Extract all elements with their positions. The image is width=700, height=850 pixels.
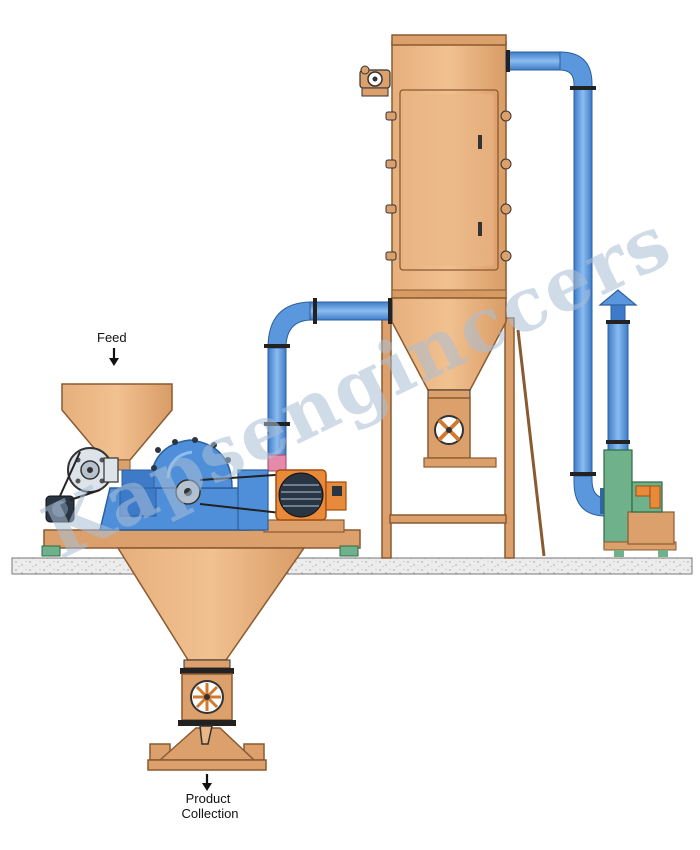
product-label-line1: Product — [186, 791, 231, 806]
cyclone-rotary-valve — [423, 397, 497, 468]
product-label-line2: Collection — [181, 806, 238, 821]
collection-cone — [116, 547, 306, 674]
main-motor — [275, 469, 347, 521]
floor — [11, 557, 693, 575]
product-duct — [264, 298, 393, 472]
feeder-pulley — [67, 447, 119, 493]
bagging-stand — [147, 725, 267, 771]
shaker-motor — [359, 65, 391, 97]
feed-label-group: Feed — [97, 330, 127, 366]
exhaust-chimney — [598, 289, 638, 452]
product-rotary-valve — [178, 673, 236, 726]
product-label-group: Product Collection — [181, 774, 239, 821]
feeder-motor — [45, 451, 101, 523]
feed-label: Feed — [97, 330, 127, 345]
feed-arrow-head — [109, 358, 119, 366]
bag-filter-housing — [385, 34, 512, 299]
exhaust-duct — [505, 50, 612, 517]
mill-body — [99, 437, 291, 531]
product-arrow-head — [202, 783, 212, 791]
blower-fan — [603, 449, 677, 557]
